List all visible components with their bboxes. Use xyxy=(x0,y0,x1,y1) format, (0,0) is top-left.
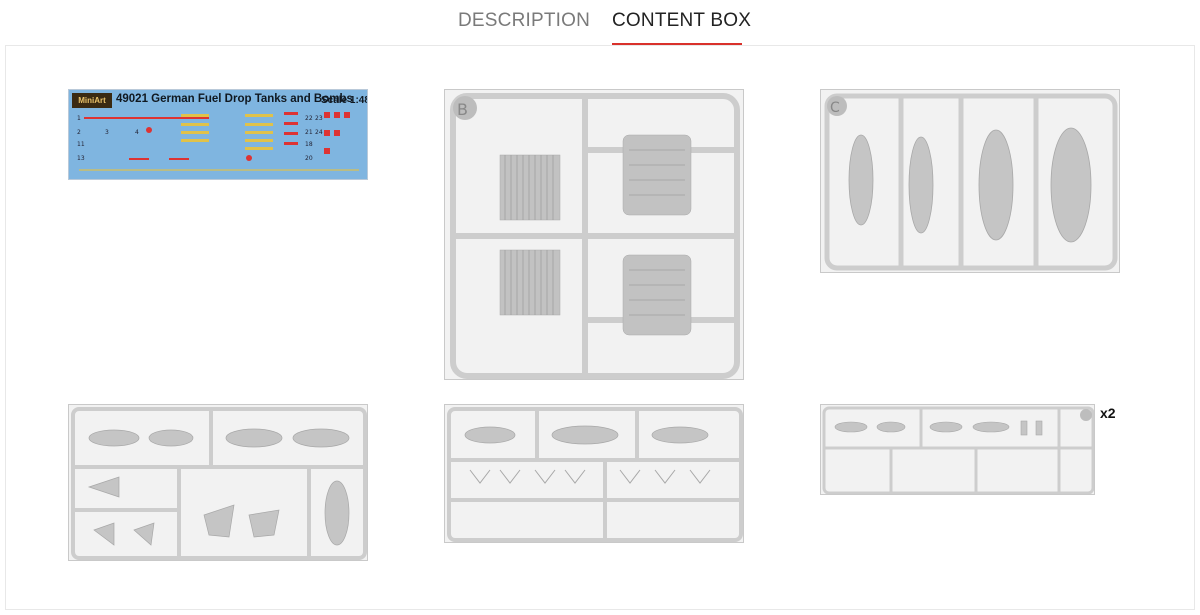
sprue-h-image[interactable] xyxy=(68,404,368,561)
sprue-hd-parts xyxy=(447,407,743,542)
decal-markings: 1 2 11 13 3 4 22 21 18 20 23 24 xyxy=(77,112,359,171)
decal-sheet-image[interactable]: MiniArt 49021 German Fuel Drop Tanks and… xyxy=(68,89,368,180)
tab-content-box[interactable]: CONTENT BOX xyxy=(612,10,752,31)
svg-text:3: 3 xyxy=(105,129,109,136)
svg-text:24: 24 xyxy=(315,129,323,136)
sprue-c-image[interactable]: C xyxy=(820,89,1120,273)
sprue-h-parts xyxy=(71,407,367,560)
sprue-b-label: B xyxy=(457,100,468,119)
tab-description[interactable]: DESCRIPTION xyxy=(458,10,591,31)
svg-text:18: 18 xyxy=(305,141,313,148)
sprue-hd-image[interactable] xyxy=(444,404,744,543)
svg-text:20: 20 xyxy=(305,155,313,162)
decal-scale: Scale 1:48 xyxy=(321,95,368,106)
sprue-quantity-label: x2 xyxy=(1100,405,1116,421)
svg-text:13: 13 xyxy=(77,155,85,162)
svg-text:4: 4 xyxy=(135,129,139,136)
active-tab-underline xyxy=(612,43,742,46)
decal-title: 49021 German Fuel Drop Tanks and Bombs xyxy=(116,93,353,105)
sprue-ha-image[interactable] xyxy=(820,404,1095,495)
svg-text:C: C xyxy=(830,100,840,116)
brand-logo: MiniArt xyxy=(72,93,112,108)
sprue-b-image[interactable]: B xyxy=(444,89,744,380)
sprue-ha-parts xyxy=(822,406,1094,494)
svg-text:2: 2 xyxy=(77,129,81,136)
svg-text:23: 23 xyxy=(315,115,323,122)
svg-text:11: 11 xyxy=(77,141,85,148)
svg-text:1: 1 xyxy=(77,115,81,122)
svg-text:21: 21 xyxy=(305,129,313,136)
sprue-b-parts: B xyxy=(450,93,740,379)
content-tabs: DESCRIPTION CONTENT BOX xyxy=(0,0,1200,46)
svg-text:22: 22 xyxy=(305,115,313,122)
sprue-c-parts: C xyxy=(824,93,1118,271)
